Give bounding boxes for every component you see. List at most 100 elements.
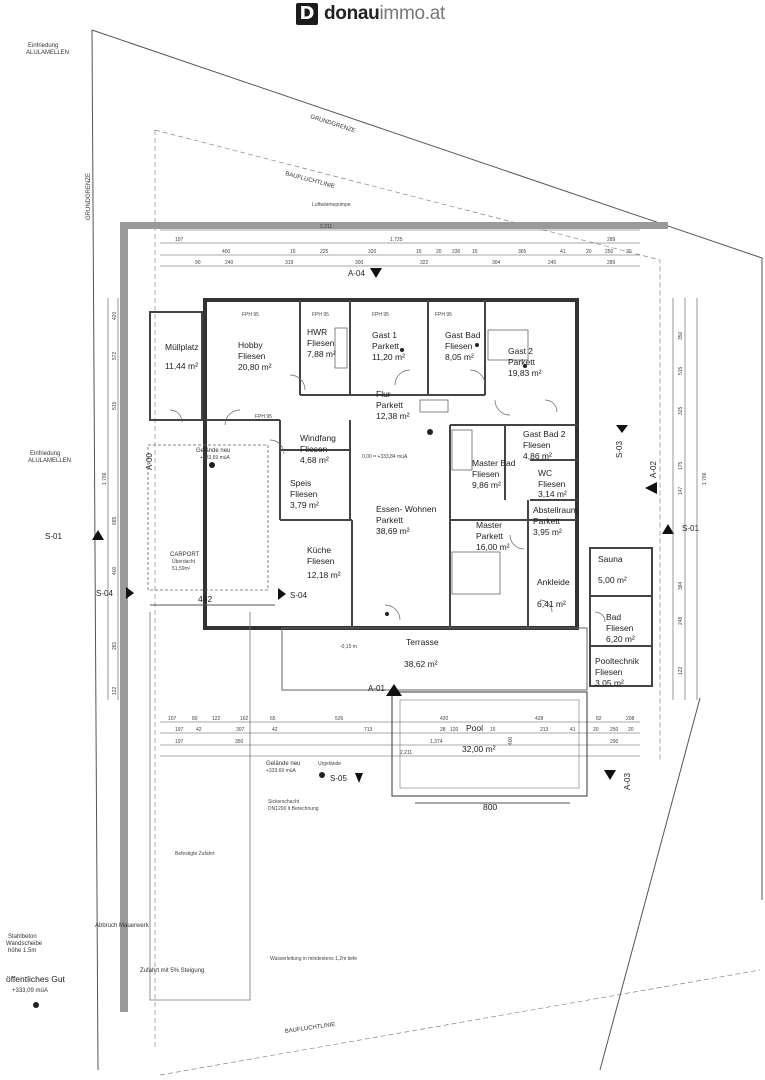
logo-mark: D bbox=[296, 3, 318, 25]
logo-wordmark: donauimmo.at bbox=[324, 3, 445, 25]
view-a01: A-01 bbox=[368, 684, 385, 693]
room-ankleide: Ankleide 6,41 m² bbox=[537, 577, 570, 609]
section-arrow-s04-left bbox=[126, 587, 134, 599]
view-a04: A-04 bbox=[348, 269, 365, 278]
svg-text:3,05 m²: 3,05 m² bbox=[595, 678, 624, 688]
svg-text:147: 147 bbox=[678, 486, 684, 495]
carport-outline bbox=[147, 444, 269, 591]
svg-text:Bad: Bad bbox=[606, 612, 621, 622]
svg-text:20: 20 bbox=[628, 727, 634, 733]
svg-text:290: 290 bbox=[610, 739, 619, 745]
svg-text:Fliesen: Fliesen bbox=[538, 479, 566, 489]
svg-text:20: 20 bbox=[586, 249, 592, 255]
room-marker-icon bbox=[385, 612, 389, 616]
svg-text:3,95 m²: 3,95 m² bbox=[533, 527, 562, 537]
hallway-fixture bbox=[419, 399, 449, 413]
level-zero-label: 0,00 = +333,84 müA bbox=[362, 454, 408, 460]
brand-logo[interactable]: D donauimmo.at bbox=[296, 3, 445, 25]
muellplatz-enclosure bbox=[149, 311, 203, 421]
view-arrow-a02 bbox=[645, 482, 657, 494]
svg-text:107: 107 bbox=[168, 716, 177, 722]
room-gast-bad-2: Gast Bad 2 Fliesen 4,86 m² bbox=[523, 429, 566, 461]
svg-text:15: 15 bbox=[472, 249, 478, 255]
svg-text:Parkett: Parkett bbox=[476, 531, 504, 541]
boundary-lower-right-line bbox=[599, 697, 701, 1071]
view-a00: A-00 bbox=[145, 453, 154, 470]
svg-text:304: 304 bbox=[492, 260, 501, 266]
einfriedung-mid-label-1: Einfriedung bbox=[30, 451, 60, 457]
room-sauna: Sauna 5,00 m² bbox=[598, 554, 627, 585]
svg-text:38,69 m²: 38,69 m² bbox=[376, 526, 410, 536]
svg-text:240: 240 bbox=[225, 260, 234, 266]
svg-text:Müllplatz: Müllplatz bbox=[165, 342, 199, 352]
room-muellplatz: Müllplatz 11,44 m² bbox=[165, 342, 199, 371]
door-swings bbox=[169, 369, 606, 623]
section-s04-left: S-04 bbox=[96, 589, 113, 598]
dim-right-total: 1.786 bbox=[702, 472, 708, 485]
svg-text:197: 197 bbox=[175, 739, 184, 745]
svg-text:Fliesen: Fliesen bbox=[290, 489, 318, 499]
svg-text:80: 80 bbox=[192, 716, 198, 722]
svg-text:162: 162 bbox=[240, 716, 249, 722]
svg-text:42: 42 bbox=[196, 727, 202, 733]
room-terrasse: Terrasse 38,62 m² bbox=[404, 637, 439, 669]
oeffentlich-label-1: öffentliches Gut bbox=[6, 974, 66, 984]
room-abstellraum: Abstellraum Parkett 3,95 m² bbox=[533, 505, 578, 537]
svg-text:197: 197 bbox=[175, 727, 184, 733]
room-labels: Müllplatz 11,44 m² Hobby Fliesen 20,80 m… bbox=[165, 327, 640, 754]
master-bed bbox=[451, 551, 501, 595]
svg-text:230: 230 bbox=[452, 249, 461, 255]
room-speis: Speis Fliesen 3,79 m² bbox=[290, 478, 319, 510]
bauflucht-top-label: BAUFLUCHTLINIE bbox=[284, 171, 335, 190]
driveway-outline bbox=[149, 612, 251, 1001]
svg-text:250: 250 bbox=[605, 249, 614, 255]
svg-text:20: 20 bbox=[593, 727, 599, 733]
svg-text:3,79 m²: 3,79 m² bbox=[290, 500, 319, 510]
room-gast-1: Gast 1 Parkett 11,20 m² bbox=[372, 330, 405, 362]
pool-inner bbox=[399, 699, 580, 789]
left-boundary-wall bbox=[120, 222, 128, 1012]
section-s03: S-03 bbox=[615, 441, 624, 458]
stahlbeton-label-2: Wandscheibe bbox=[6, 941, 43, 947]
svg-text:248: 248 bbox=[678, 616, 684, 625]
svg-text:38,62 m²: 38,62 m² bbox=[404, 659, 438, 669]
level-marker-icon bbox=[319, 772, 325, 778]
svg-text:Abstellraum: Abstellraum bbox=[533, 505, 578, 515]
hwr-fixture bbox=[334, 327, 348, 369]
terrace-outline bbox=[281, 627, 588, 691]
dim-bottom-overall: 2.211 bbox=[400, 750, 412, 756]
svg-text:Fliesen: Fliesen bbox=[238, 351, 266, 361]
dim-800-label: 800 bbox=[483, 802, 497, 812]
room-wc: WC Fliesen 3,14 m² bbox=[538, 468, 567, 499]
room-essen-wohnen: Essen- Wohnen Parkett 38,69 m² bbox=[376, 504, 437, 536]
dim-top-overall: 2.211 bbox=[320, 224, 332, 230]
svg-text:WC: WC bbox=[538, 468, 552, 478]
top-boundary-wall bbox=[120, 222, 668, 229]
svg-text:325: 325 bbox=[678, 406, 684, 415]
svg-text:Gast Bad: Gast Bad bbox=[445, 330, 481, 340]
svg-text:526: 526 bbox=[335, 716, 344, 722]
svg-text:Gast 2: Gast 2 bbox=[508, 346, 533, 356]
gelaende-neu-label-1: Gelände neu bbox=[196, 448, 230, 454]
svg-text:Küche: Küche bbox=[307, 545, 331, 555]
room-master-bad: Master Bad Fliesen 9,86 m² bbox=[472, 458, 516, 490]
svg-text:41: 41 bbox=[570, 727, 576, 733]
section-s01-left: S-01 bbox=[45, 532, 62, 541]
svg-text:1.374: 1.374 bbox=[430, 739, 443, 745]
svg-text:5,00 m²: 5,00 m² bbox=[598, 575, 627, 585]
pool-outline bbox=[391, 691, 588, 797]
svg-text:32,00 m²: 32,00 m² bbox=[462, 744, 496, 754]
room-pooltechnik: Pooltechnik Fliesen 3,05 m² bbox=[595, 656, 640, 688]
section-s05: S-05 bbox=[330, 774, 347, 783]
svg-text:713: 713 bbox=[364, 727, 373, 733]
svg-text:11,44 m²: 11,44 m² bbox=[165, 361, 198, 371]
carport-label-1: CARPORT bbox=[170, 552, 200, 558]
svg-text:572: 572 bbox=[112, 351, 118, 360]
room-gast-bad: Gast Bad Fliesen 8,05 m² bbox=[445, 330, 481, 362]
dim-400-label: 400 bbox=[508, 736, 514, 745]
svg-text:6,20 m²: 6,20 m² bbox=[606, 634, 635, 644]
room-master: Master Parkett 16,00 m² bbox=[476, 520, 510, 552]
section-arrow-s03 bbox=[616, 425, 628, 433]
svg-text:320: 320 bbox=[368, 249, 377, 255]
